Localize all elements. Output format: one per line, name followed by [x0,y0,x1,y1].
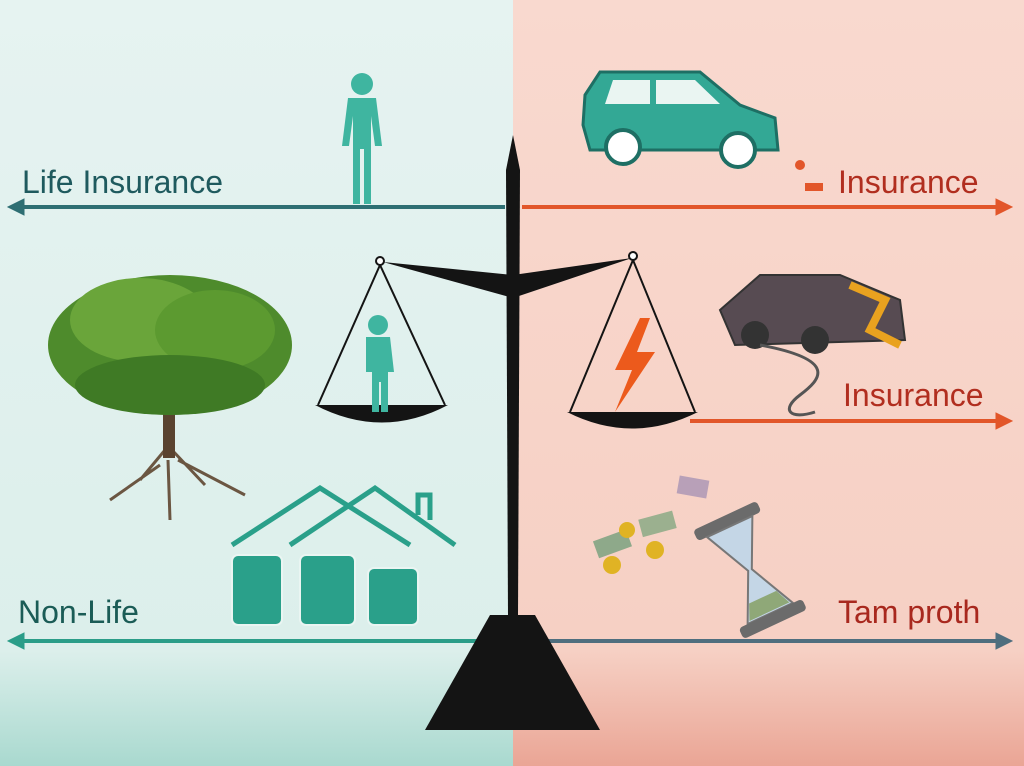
insurance-top-arrow [522,198,1014,216]
money-hourglass-icon [592,475,806,638]
non-life-arrow [6,632,505,650]
scale-icon [315,135,698,730]
tam-proth-arrow [530,632,1014,650]
life-insurance-arrow [6,198,505,216]
insurance-top-label: Insurance [838,164,979,200]
houses-coins-icon [230,484,457,626]
non-life-label: Non-Life [18,594,139,630]
lightning-icon [615,318,655,412]
life-insurance-label: Life Insurance [22,164,224,200]
person-in-pan-icon [366,315,394,412]
tam-proth-label: Tam proth [838,594,981,630]
insurance-mid-label: Insurance [843,377,984,413]
tree-icon [48,275,292,521]
car-icon [581,70,823,191]
insurance-mid-arrow [690,412,1014,430]
person-icon [342,73,382,204]
crashed-car-icon [718,274,907,417]
